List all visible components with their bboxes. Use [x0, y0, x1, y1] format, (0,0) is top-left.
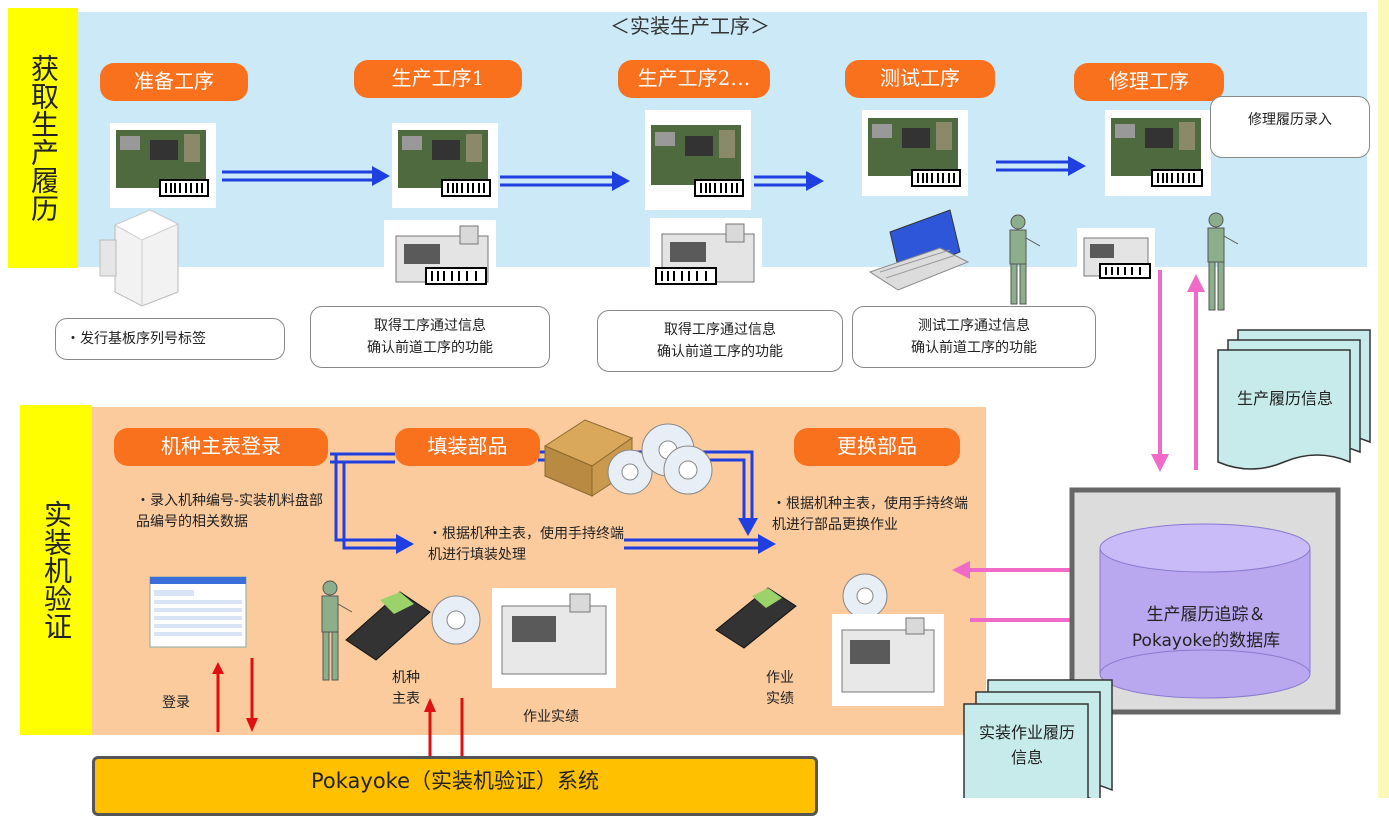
pokayoke-system-bar: Pokayoke（实装机验证）系统: [92, 756, 818, 816]
worker-icon-2: [1207, 212, 1239, 311]
flow-arrow-4: [996, 156, 1086, 176]
text-model-master: ・录入机种编号-实装机料盘部品编号的相关数据: [136, 493, 324, 530]
step-fill-parts: 填装部品: [395, 428, 540, 466]
note-repair: 修理履历录入: [1210, 96, 1370, 158]
label-model-master: 机种主表: [392, 670, 420, 707]
master-screen-thumbnail: [149, 576, 247, 648]
pcb-board-4: [862, 110, 968, 196]
mounter-icon-2: [650, 218, 762, 298]
handheld-terminal-icon-1: [345, 591, 431, 661]
process-test: 测试工序: [845, 60, 995, 98]
side-label-history: 获取生产履历: [8, 8, 78, 268]
reel-icon-right: [842, 573, 888, 619]
label-printer-icon: [99, 209, 180, 307]
worker-icon-1: [1009, 214, 1041, 305]
text-replace-parts: ・根据机种主表，使用手持终端机进行部品更换作业: [772, 496, 968, 533]
red-arrows: [212, 658, 468, 772]
flow-arrow-1: [222, 166, 390, 186]
note-step1: 取得工序通过信息 确认前道工序的功能: [310, 306, 550, 368]
mount-history-doc-label: 实装作业履历信息: [978, 723, 1075, 767]
right-edge-strip: [1378, 0, 1389, 798]
production-history-doc-label: 生产履历信息: [1236, 389, 1333, 408]
flow-arrow-2: [500, 171, 630, 191]
pcb-board-5: [1105, 110, 1211, 196]
database-cylinder: [1099, 523, 1311, 699]
pcb-board-1: [110, 123, 216, 208]
mounter-icon-4: [492, 588, 616, 688]
pcb-board-3: [645, 110, 751, 210]
reel-icons-fill: [607, 423, 713, 495]
text-fill-parts: ・根据机种主表，使用手持终端机进行填装处理: [428, 526, 624, 563]
side-label-verify: 实装机验证: [20, 405, 92, 735]
note-step2: 取得工序通过信息 确认前道工序的功能: [597, 310, 843, 372]
handheld-terminal-icon-2: [715, 587, 797, 649]
test-computer-icon: [868, 209, 970, 291]
label-login: 登录: [162, 695, 190, 711]
process-repair: 修理工序: [1074, 63, 1224, 101]
process-production-2: 生产工序2…: [618, 60, 770, 98]
flow-arrow-3: [754, 171, 824, 191]
production-history-doc-stack: [1217, 329, 1371, 470]
label-work-result-1: 作业实绩: [523, 709, 579, 725]
pcb-board-2: [392, 123, 498, 208]
verify-flow-arrows: [330, 450, 776, 554]
step-model-master-register: 机种主表登录: [114, 428, 328, 466]
process-prep: 准备工序: [100, 63, 248, 101]
label-work-result-2: 作业实绩: [766, 670, 794, 707]
step-replace-parts: 更换部品: [794, 428, 960, 466]
database-label: 生产履历追踪＆Pokayoke的数据库: [1131, 605, 1281, 651]
worker-icon-3: [321, 580, 353, 681]
note-label-issue: ・发行基板序列号标签: [55, 318, 285, 360]
process-production-1: 生产工序1: [354, 60, 522, 98]
page-title: ＜实装生产工序＞: [610, 14, 770, 38]
mounter-icon-1: [384, 220, 496, 298]
pink-arrows: [952, 270, 1205, 629]
flow-diagram: [99, 110, 1371, 798]
reel-icon-mid: [431, 595, 481, 645]
mount-history-doc-stack: [963, 679, 1113, 798]
note-test: 测试工序通过信息 确认前道工序的功能: [852, 306, 1096, 368]
mounter-icon-5: [832, 614, 944, 706]
mounter-icon-3: [1077, 228, 1155, 288]
